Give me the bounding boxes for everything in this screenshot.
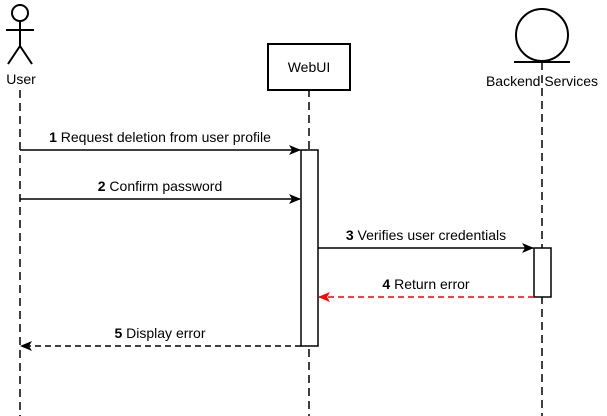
backend-entity-icon bbox=[514, 8, 570, 63]
message-5-label: 5 Display error bbox=[114, 325, 205, 341]
message-2-label: 2 Confirm password bbox=[98, 178, 223, 194]
backend-participant-label: Backend Services bbox=[486, 73, 598, 89]
message-3-text: Verifies user credentials bbox=[358, 227, 507, 243]
message-3-number: 3 bbox=[346, 227, 354, 243]
message-1-number: 1 bbox=[49, 129, 57, 145]
user-participant-label: User bbox=[6, 71, 36, 87]
user-actor-icon bbox=[6, 4, 34, 65]
webui-participant-box bbox=[267, 43, 351, 91]
message-2-number: 2 bbox=[98, 178, 106, 194]
message-3-label: 3 Verifies user credentials bbox=[346, 227, 506, 243]
message-2-text: Confirm password bbox=[109, 178, 222, 194]
message-1-text: Request deletion from user profile bbox=[61, 129, 271, 145]
message-4-label: 4 Return error bbox=[382, 276, 469, 292]
message-4-text: Return error bbox=[394, 276, 470, 292]
webui-participant-label: WebUI bbox=[288, 59, 331, 75]
message-1-label: 1 Request deletion from user profile bbox=[49, 129, 271, 145]
backend-activation-bar bbox=[533, 247, 552, 298]
message-4-number: 4 bbox=[382, 276, 390, 292]
webui-activation-bar bbox=[300, 149, 319, 347]
message-5-number: 5 bbox=[114, 325, 122, 341]
message-5-text: Display error bbox=[126, 325, 206, 341]
